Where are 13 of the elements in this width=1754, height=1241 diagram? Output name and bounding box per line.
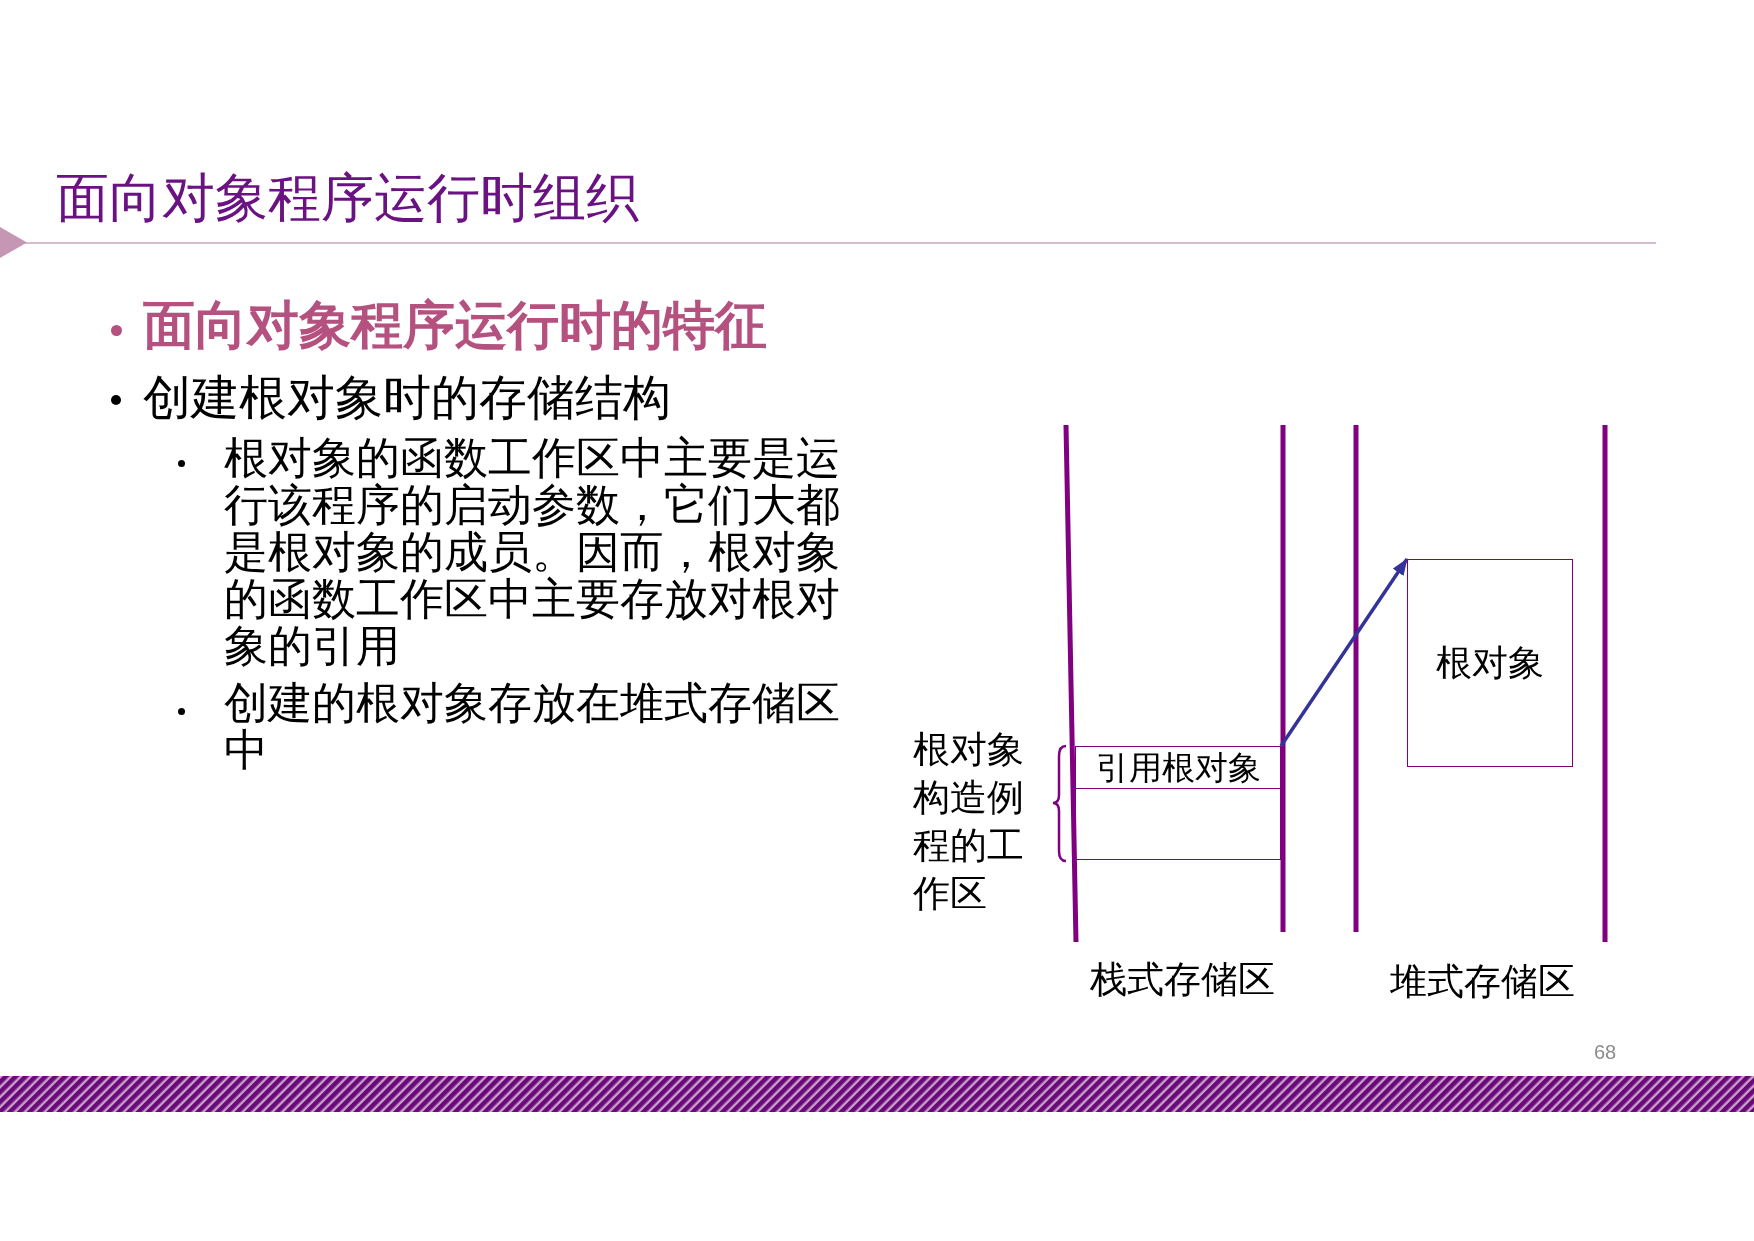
stack-cell bbox=[1075, 788, 1281, 860]
stack-cell: 引用根对象 bbox=[1075, 746, 1281, 789]
arrow bbox=[1279, 558, 1409, 747]
slide-title: 面向对象程序运行时组织 bbox=[56, 167, 639, 229]
brace-label: 根对象构造例程的工作区 bbox=[913, 728, 1025, 916]
object-box: 根对象 bbox=[1407, 559, 1573, 767]
bullet-text: 创建根对象时的存储结构 bbox=[143, 370, 671, 426]
page-number: 68 bbox=[1594, 1040, 1617, 1064]
bullet-heading: 面向对象程序运行时的特征 bbox=[143, 295, 767, 356]
bullet-text: 创建的根对象存放在堆式存储区中 bbox=[224, 679, 841, 773]
region-label: 栈式存储区 bbox=[1090, 958, 1275, 1002]
region-label: 堆式存储区 bbox=[1390, 960, 1575, 1004]
bullet-text: 根对象的函数工作区中主要是运行该程序的启动参数，它们大都是根对象的成员。因而，根对象的函数工作区中主要存放对根对象的引用 bbox=[224, 434, 841, 669]
